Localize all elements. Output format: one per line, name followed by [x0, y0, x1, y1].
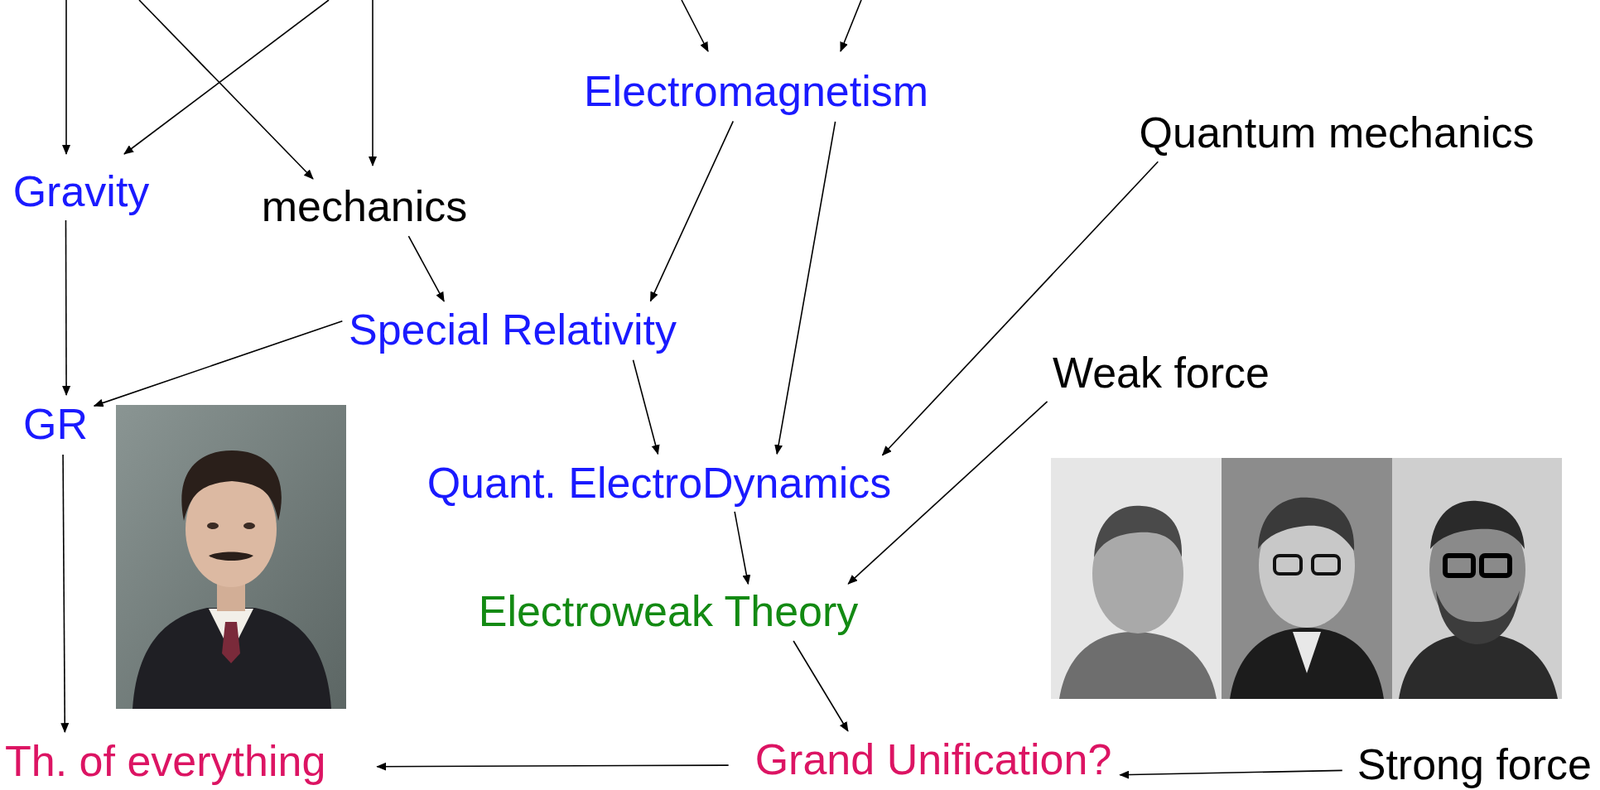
theory-label: Special Relativity: [346, 305, 679, 356]
node-text: Strong force: [1357, 740, 1592, 790]
theory-label: Electroweak Theory: [477, 587, 861, 637]
arrow-connector: [793, 640, 849, 732]
arrow-connector: [650, 120, 733, 301]
theory-label: Th. of everything: [3, 737, 328, 787]
theory-label: GR: [21, 400, 90, 450]
node-text: Special Relativity: [348, 305, 677, 356]
force-label: Weak force: [1050, 348, 1272, 399]
force-label: Strong force: [1355, 740, 1594, 790]
theory-label: Electromagnetism: [582, 67, 931, 117]
theory-label: mechanics: [260, 182, 470, 232]
node-text: Electroweak Theory: [478, 587, 859, 637]
node-text: mechanics: [261, 182, 468, 232]
theory-label: Quantum mechanics: [1137, 108, 1537, 159]
node-text: Th. of everything: [4, 737, 326, 787]
arrow-connector: [65, 220, 68, 396]
arrow-connector: [94, 321, 343, 406]
arrow-connector: [633, 360, 659, 455]
node-text: GR: [23, 400, 88, 450]
arrow-connector: [62, 454, 65, 733]
arrow-connector: [776, 121, 835, 454]
theory-label: Grand Unification?: [753, 735, 1114, 786]
node-text: Quantum mechanics: [1139, 108, 1535, 159]
arrow-connector: [1119, 770, 1342, 775]
theory-label: Quant. ElectroDynamics: [425, 458, 894, 509]
portrait-photo: [115, 404, 347, 709]
arrow-connector: [734, 511, 748, 584]
node-text: Gravity: [13, 167, 150, 217]
theory-label: Gravity: [11, 167, 152, 217]
node-text: Electromagnetism: [583, 67, 929, 117]
arrow-connector: [408, 236, 444, 302]
node-text: Quant. ElectroDynamics: [427, 458, 892, 509]
node-text: Grand Unification?: [755, 735, 1113, 786]
arrow-connector: [376, 765, 728, 767]
arrow-connector: [881, 161, 1158, 455]
portrait-photos: [1050, 457, 1562, 699]
node-text: Weak force: [1052, 348, 1270, 399]
